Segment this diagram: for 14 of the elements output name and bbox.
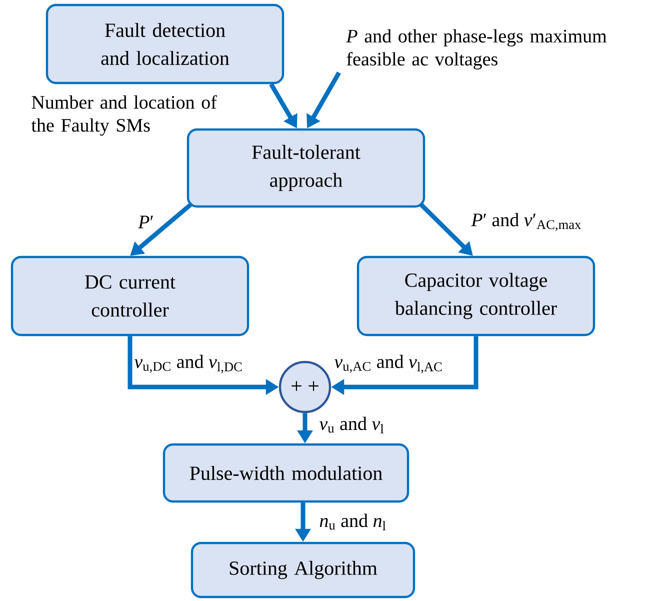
edge-label: v$_{u}$ and v$_{l}$ — [319, 416, 384, 434]
process-box: Capacitor voltage balancing controller — [356, 256, 596, 336]
process-box: Sorting Algorithm — [190, 542, 416, 598]
process-box: DC current controller — [10, 256, 250, 336]
process-box: Fault-tolerant approach — [186, 128, 426, 208]
edge-label: v$_{u,AC}$ and v$_{l,AC}$ — [334, 354, 442, 374]
input-text: P and other phase-legs maximum feasible ac voltages — [346, 29, 607, 70]
edge-label: v$_{u,DC}$ and v$_{l,DC}$ — [134, 354, 242, 374]
edge-label: n$_{u}$ and n$_{l}$ — [320, 514, 386, 530]
summing-junction: + + — [278, 360, 332, 414]
edge-label: P′ and v′$_{AC,max}$ — [471, 212, 582, 232]
edge-label: P′ — [138, 216, 153, 228]
process-box: Pulse-width modulation — [162, 443, 410, 503]
process-box: Fault detection and localization — [46, 4, 284, 84]
